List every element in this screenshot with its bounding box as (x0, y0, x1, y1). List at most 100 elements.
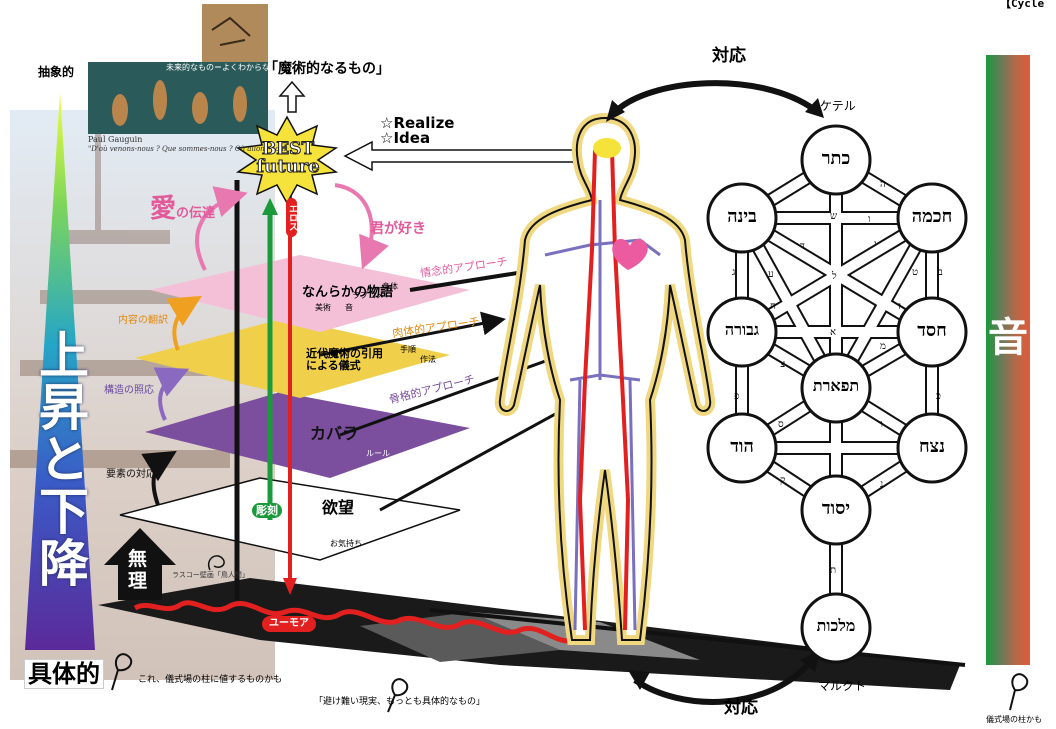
path-letter-13: א (830, 327, 837, 338)
path-letter-20: ר (878, 419, 883, 430)
element-label: 要素の対応 (106, 469, 156, 480)
malkuth-label: マルクト (818, 679, 867, 693)
pink-layer-sub3: 美術 (315, 303, 331, 312)
sephira-chesed (896, 296, 968, 368)
muri-char-1: 無 (128, 548, 148, 570)
structure-arrow (153, 367, 190, 421)
yellow-title-line1: 近代魔術の引用 (306, 347, 383, 360)
yellow-layer-sub1: 手順 (400, 345, 416, 354)
erotic-label: エロス (286, 198, 297, 237)
concrete-label: 具体的 (24, 659, 104, 689)
vertical-char-2: 昇 (39, 379, 89, 437)
taiou-top-arrow (612, 80, 817, 115)
sephira-malkuth (800, 592, 872, 664)
note-squiggle-2 (387, 678, 409, 713)
right-note: 儀式場の柱かも (986, 715, 1042, 724)
path-letter-9: ע (768, 269, 774, 280)
love-arrow-left (195, 186, 248, 271)
floor-gray-1 (360, 612, 560, 662)
chokmah-name: חכמה (911, 206, 953, 227)
painting-title: 未来的なもの＝よくわからないもの (166, 63, 294, 72)
path-letter-18: ס (778, 419, 784, 430)
sculpture-label: 彫刻 (252, 503, 282, 518)
keter-name: כתר (821, 148, 851, 169)
path-letter-12: ל (832, 271, 837, 282)
idea-text: ☆Idea (380, 129, 431, 147)
chesed-name: חסד (917, 320, 947, 341)
up-arrow-to-magic (278, 80, 306, 113)
ai-char: 愛 (150, 194, 177, 224)
path-letter-19: נ (880, 479, 884, 490)
malkuth-name: מלכות (816, 616, 856, 635)
path-letter-2: ו (868, 214, 871, 225)
on-label: 音 (988, 315, 1028, 361)
muri-label: 無 理 (128, 548, 147, 592)
sephira-netzach (896, 412, 968, 484)
path-letter-3: ב (938, 267, 943, 278)
path-letter-1: ה (880, 179, 886, 190)
path-letter-10: ח (770, 301, 776, 312)
sephira-geburah (706, 296, 778, 368)
sephira-keter (800, 124, 872, 196)
hod-name: הוד (730, 436, 754, 457)
taiou-bottom-label: 対応 (724, 698, 758, 718)
purple-layer-sub: ルール (366, 449, 390, 458)
red-arrowhead (283, 578, 297, 595)
pink-layer-sub1: 身体 (382, 282, 398, 291)
yellow-title-line2: による儀式 (306, 359, 361, 372)
on-gradient-bar (986, 55, 1030, 665)
pink-layer-title: なんらかの物語 (302, 285, 394, 300)
future-text: future (256, 156, 320, 177)
sephira-tiphareth (800, 352, 872, 424)
love-arrow-right (334, 183, 389, 270)
vertical-title: 上 昇 と 下 降 (34, 330, 94, 590)
realize-idea: ☆Realize ☆Idea (380, 116, 454, 146)
pink-layer-sub4: 音 (345, 303, 353, 312)
path-letter-4: ש (830, 211, 838, 222)
corner-label: 【Cycle (1000, 0, 1045, 10)
painting-caption-title: "D'où venons-nous ? Que sommes-nous ? Où… (88, 145, 297, 153)
geburah-name: גבורה (724, 320, 760, 339)
vertical-char-5: 降 (39, 535, 89, 593)
binah-name: בינה (727, 206, 757, 227)
kimi-ga-suki: 君が好き (370, 221, 426, 237)
lascaux-squiggle (208, 555, 225, 571)
element-arrow (141, 450, 177, 506)
abstract-label: 抽象的 (38, 65, 75, 79)
cave-painting-marks (211, 16, 251, 46)
sephira-hod (706, 412, 778, 484)
best-text: BEST (261, 139, 315, 159)
cave-painting (202, 4, 268, 62)
white-layer-title: 欲望 (322, 498, 355, 517)
path-letter-21: ק (780, 475, 786, 486)
pink-layer-sub2: ラブコメ (352, 291, 384, 300)
sephira-yesod (800, 474, 872, 546)
path-letter-15: צ (780, 359, 786, 370)
path-letter-14: מ (880, 341, 886, 352)
note-squiggle-1 (111, 653, 133, 691)
tiphareth-name: תפארת (812, 376, 860, 395)
body-red-lines (577, 149, 631, 631)
taiou-bottom-arrow (633, 658, 815, 705)
taiou-top-label: 対応 (712, 46, 746, 66)
tree-of-life (706, 124, 968, 664)
vertical-char-3: と (39, 431, 89, 489)
bottom-note-1: これ、儀式場の柱に値するものかも (138, 675, 283, 685)
path-letter-22: ת (830, 565, 837, 576)
bottom-note-2: 「避け難い現実、もっとも具体的なもの」 (314, 697, 486, 707)
layer-purple (145, 392, 470, 478)
structure-label: 構造の照応 (104, 385, 154, 396)
sephira-binah (706, 182, 778, 254)
humor-label: ユーモア (262, 616, 316, 632)
path-letter-17: כ (936, 391, 941, 402)
head-glow (593, 138, 621, 158)
white-layer-sub: お気持ち (330, 539, 362, 548)
path-letter-7: ט (912, 267, 919, 278)
yellow-layer-title: 近代魔術の引用 による儀式 (306, 348, 383, 372)
idea-arrow (343, 140, 601, 172)
painting-caption-artist: Paul Gauguin (88, 135, 143, 144)
muri-arrow (104, 528, 176, 600)
floor-line (429, 608, 966, 667)
vertical-char-1: 上 (39, 327, 89, 385)
path-letter-11: ז (898, 301, 901, 312)
